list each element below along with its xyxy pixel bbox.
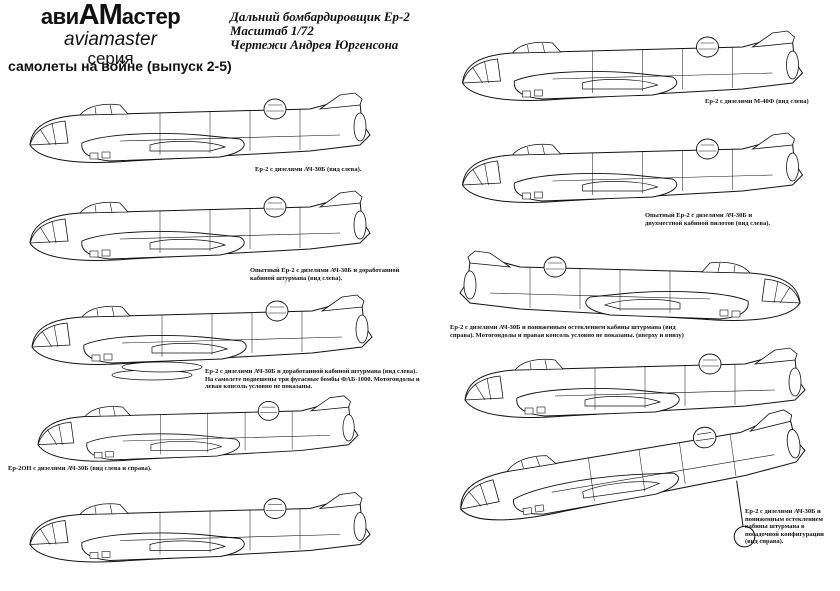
drawing-er2-ach30b-left	[29, 92, 371, 163]
caption-3: Ер-2 с дизелями АЧ-30Б и доработанной ка…	[205, 368, 420, 390]
drawing-er2-experimental-navigator-cabin	[29, 190, 371, 261]
caption-1: Ер-2 с дизелями АЧ-30Б (вид слева).	[255, 166, 362, 173]
caption-7: Ер-2 с дизелями АЧ-30Б и пониженным осте…	[450, 324, 684, 339]
logo-series-label: серия	[87, 49, 134, 68]
drawing-er2-bottom-left	[29, 492, 371, 563]
author-label: Чертежи Андрея Юргенсона	[230, 37, 399, 52]
drawing-header: Дальний бомбардировщик Ер-2 Масштаб 1/72…	[230, 10, 410, 52]
publisher-logo: авиАМастер aviamaster серия	[8, 0, 213, 69]
scale-label: Масштаб 1/72	[230, 23, 314, 38]
caption-4: Ер-2ОН с дизелями АЧ-30Б (вид слева и сп…	[8, 465, 152, 472]
drawing-er2-two-seat-cockpit	[462, 132, 803, 203]
logo-wordmark: авиАМастер	[40, 0, 181, 31]
drawing-er2-fab1000-bombs	[31, 294, 373, 377]
series-title: самолеты на войне (выпуск 2-5)	[8, 58, 232, 74]
caption-6: Опытный Ер-2 с дизелями АЧ-30Б и двухмес…	[645, 212, 771, 227]
aircraft-title: Дальний бомбардировщик Ер-2	[230, 9, 410, 24]
drawing-er2-lowered-glazing-right	[459, 250, 801, 321]
caption-5: Ер-2 с дизелями М-40Ф (вид слева)	[705, 98, 809, 105]
logo-latin: aviamaster	[64, 29, 157, 50]
drawing-er2-landing-config	[452, 407, 810, 591]
caption-2: Опытный Ер-2 с дизелями АЧ-30Б и доработ…	[250, 267, 400, 282]
caption-8: Ер-2 с дизелями АЧ-30Б и пониженным осте…	[745, 508, 824, 545]
drawing-er2on	[37, 395, 359, 462]
